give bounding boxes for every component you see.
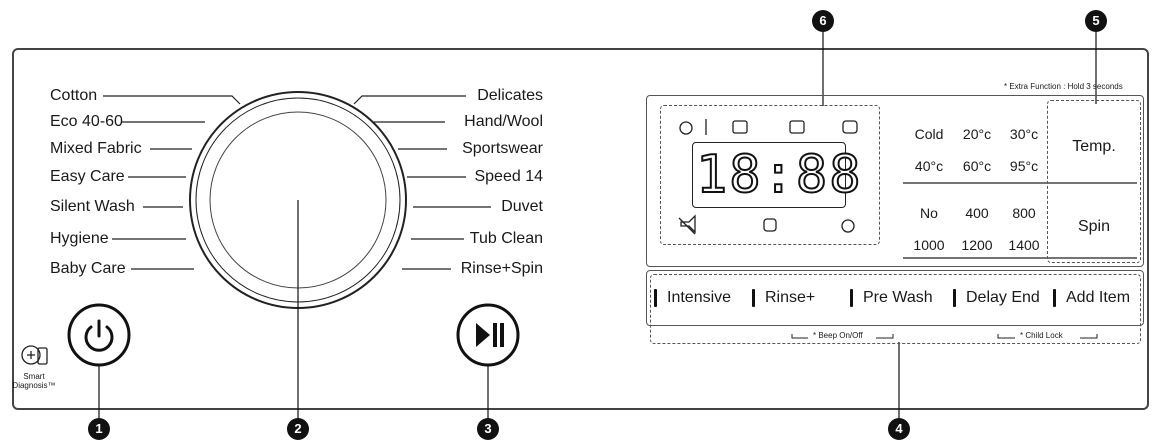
program-delicates: Delicates <box>477 87 543 104</box>
beep-on-off-note: * Beep On/Off <box>813 331 863 340</box>
smart-diagnosis-icon <box>21 345 48 365</box>
program-sportswear: Sportswear <box>462 140 543 157</box>
button-indicator <box>752 288 755 307</box>
child-lock-note: * Child Lock <box>1020 331 1063 340</box>
pause-bar-2 <box>500 323 504 347</box>
callout-2: 2 <box>287 418 309 440</box>
control-panel <box>12 48 1149 410</box>
intensive-label: Intensive <box>667 289 732 306</box>
button-indicator <box>953 288 956 307</box>
program-rinse-spin: Rinse+Spin <box>460 260 543 277</box>
program-baby-care: Baby Care <box>50 260 126 277</box>
beep-bracket <box>791 334 894 339</box>
left-leader-lines <box>103 95 241 270</box>
program-eco-40-60: Eco 40-60 <box>50 113 123 130</box>
temp-95: 95°c <box>1009 158 1039 174</box>
button-indicator <box>850 288 853 307</box>
temp-spin-highlight <box>1047 100 1141 263</box>
smart-diagnosis-label: Smart Diagnosis™ <box>12 372 56 390</box>
program-speed-14: Speed 14 <box>474 168 543 185</box>
play-icon <box>476 323 490 347</box>
option-buttons-highlight <box>650 274 1141 344</box>
temp-60: 60°c <box>962 158 992 174</box>
status-icons-bottom <box>678 214 855 235</box>
callout-leaders <box>98 32 1097 422</box>
callout-4: 4 <box>888 418 910 440</box>
program-hand-wool: Hand/Wool <box>464 113 543 130</box>
program-easy-care: Easy Care <box>50 168 125 185</box>
digit-display-frame <box>692 142 846 208</box>
rinse-plus-button[interactable]: Rinse+ <box>752 282 815 314</box>
power-button[interactable] <box>69 305 129 365</box>
spin-1000: 1000 <box>913 237 945 253</box>
pre-wash-label: Pre Wash <box>863 289 933 306</box>
add-item-button[interactable]: Add Item <box>1053 282 1130 314</box>
delay-end-button[interactable]: Delay End <box>953 282 1040 314</box>
temp-20: 20°c <box>962 126 992 142</box>
delay-end-label: Delay End <box>966 289 1040 306</box>
spin-button[interactable]: Spin <box>1077 218 1111 235</box>
extra-function-note: * Extra Function : Hold 3 seconds <box>1004 82 1123 91</box>
pre-wash-button[interactable]: Pre Wash <box>850 282 933 314</box>
child-lock-bracket <box>997 334 1098 339</box>
temp-cold: Cold <box>914 126 944 142</box>
callout-5: 5 <box>1085 10 1107 32</box>
program-duvet: Duvet <box>501 198 543 215</box>
button-indicator <box>1053 288 1056 307</box>
callout-3: 3 <box>477 418 499 440</box>
button-indicator <box>654 288 657 307</box>
add-item-label: Add Item <box>1066 289 1131 306</box>
callout-1: 1 <box>88 418 110 440</box>
program-hygiene: Hygiene <box>50 230 109 247</box>
temp-40: 40°c <box>914 158 944 174</box>
spin-no: No <box>920 205 938 221</box>
program-mixed-fabric: Mixed Fabric <box>50 140 142 157</box>
program-dial[interactable] <box>190 92 406 308</box>
callout-6: 6 <box>812 10 834 32</box>
power-icon-arc <box>84 325 114 352</box>
intensive-button[interactable]: Intensive <box>654 282 731 314</box>
program-tub-clean: Tub Clean <box>469 230 543 247</box>
status-icons-top <box>679 119 858 135</box>
program-cotton: Cotton <box>50 87 98 104</box>
start-pause-button[interactable] <box>458 305 518 365</box>
rinse-plus-label: Rinse+ <box>765 289 816 306</box>
status-display-highlight <box>660 105 880 245</box>
time-display: 18:88 <box>695 144 863 206</box>
right-leader-lines <box>353 95 491 270</box>
option-button-row <box>646 270 1144 326</box>
temp-button[interactable]: Temp. <box>1072 138 1116 155</box>
spin-1200: 1200 <box>961 237 993 253</box>
temp-30: 30°c <box>1009 126 1039 142</box>
display-area <box>646 95 1144 267</box>
pause-bar-1 <box>493 323 497 347</box>
spin-1400: 1400 <box>1008 237 1040 253</box>
spin-400: 400 <box>965 205 989 221</box>
program-silent-wash: Silent Wash <box>50 198 135 215</box>
spin-800: 800 <box>1012 205 1036 221</box>
